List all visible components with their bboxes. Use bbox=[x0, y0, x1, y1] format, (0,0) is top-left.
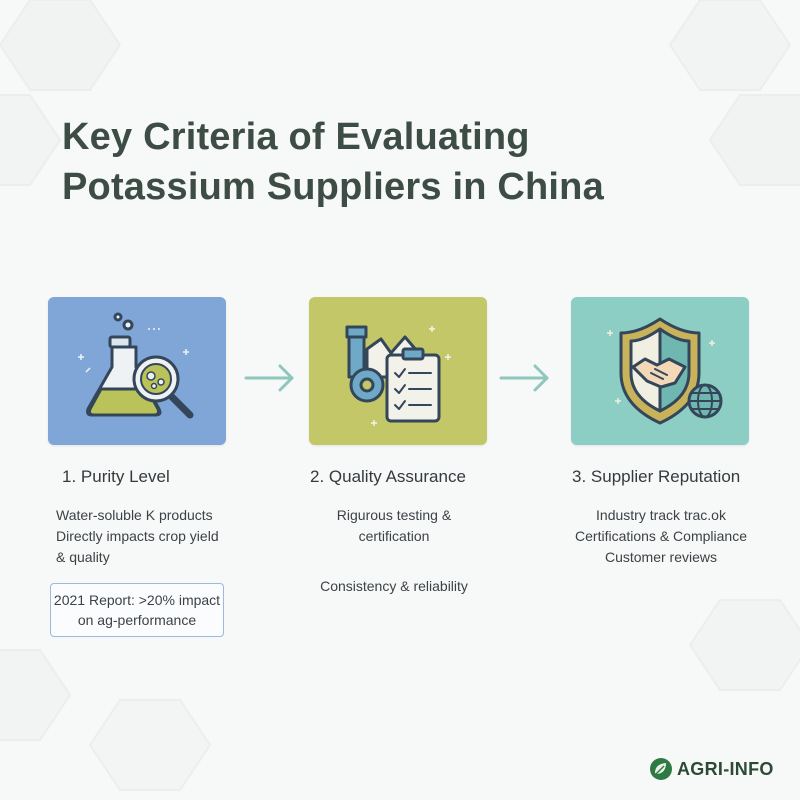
arrow-right-icon bbox=[499, 364, 549, 392]
report-note-box: 2021 Report: >20% impact on ag-performan… bbox=[50, 583, 224, 637]
step-2-heading: 2. Quality Assurance bbox=[310, 467, 466, 486]
step-2-description: Rigurous testing & certification bbox=[296, 505, 492, 547]
arrow-right-icon bbox=[244, 364, 294, 392]
step-1-line-2: Directly impacts crop yield bbox=[56, 528, 219, 544]
step-1-heading: 1. Purity Level bbox=[62, 467, 170, 486]
step-3-description: Industry track trac.ok Certifications & … bbox=[556, 505, 766, 568]
step-1-line-3: & quality bbox=[56, 549, 110, 565]
lab-flask-magnifier-icon bbox=[78, 312, 194, 419]
agri-info-logo: AGRI-INFO bbox=[649, 756, 774, 782]
step-2-line-2: certification bbox=[358, 528, 430, 544]
step-1-line-1: Water-soluble K products bbox=[56, 507, 213, 523]
page-title: Key Criteria of Evaluating Potassium Sup… bbox=[62, 112, 604, 212]
report-note-line-2: on ag-performance bbox=[77, 612, 197, 628]
step-3-line-2: Certifications & Compliance bbox=[575, 528, 747, 544]
report-note-line-1: 2021 Report: >20% impact bbox=[53, 592, 221, 608]
quality-assurance-card bbox=[309, 297, 487, 445]
step-2-extra: Consistency & reliability bbox=[320, 578, 468, 594]
step-1-description: Water-soluble K products Directly impact… bbox=[56, 505, 219, 568]
supplier-reputation-card bbox=[571, 297, 749, 445]
logo-text: AGRI-INFO bbox=[677, 758, 774, 779]
step-3-heading: 3. Supplier Reputation bbox=[572, 467, 741, 486]
step-3-line-1: Industry track trac.ok bbox=[596, 507, 726, 523]
purity-level-card bbox=[48, 297, 226, 445]
step-3-line-3: Customer reviews bbox=[604, 549, 718, 565]
leaf-icon bbox=[650, 758, 672, 780]
title-line-2: Potassium Suppliers in China bbox=[62, 166, 604, 208]
factory-gear-clipboard-icon bbox=[345, 325, 451, 426]
title-line-1: Key Criteria of Evaluating bbox=[62, 116, 530, 158]
shield-handshake-globe-icon bbox=[607, 317, 723, 425]
step-2-line-1: Rigurous testing & bbox=[336, 507, 452, 523]
